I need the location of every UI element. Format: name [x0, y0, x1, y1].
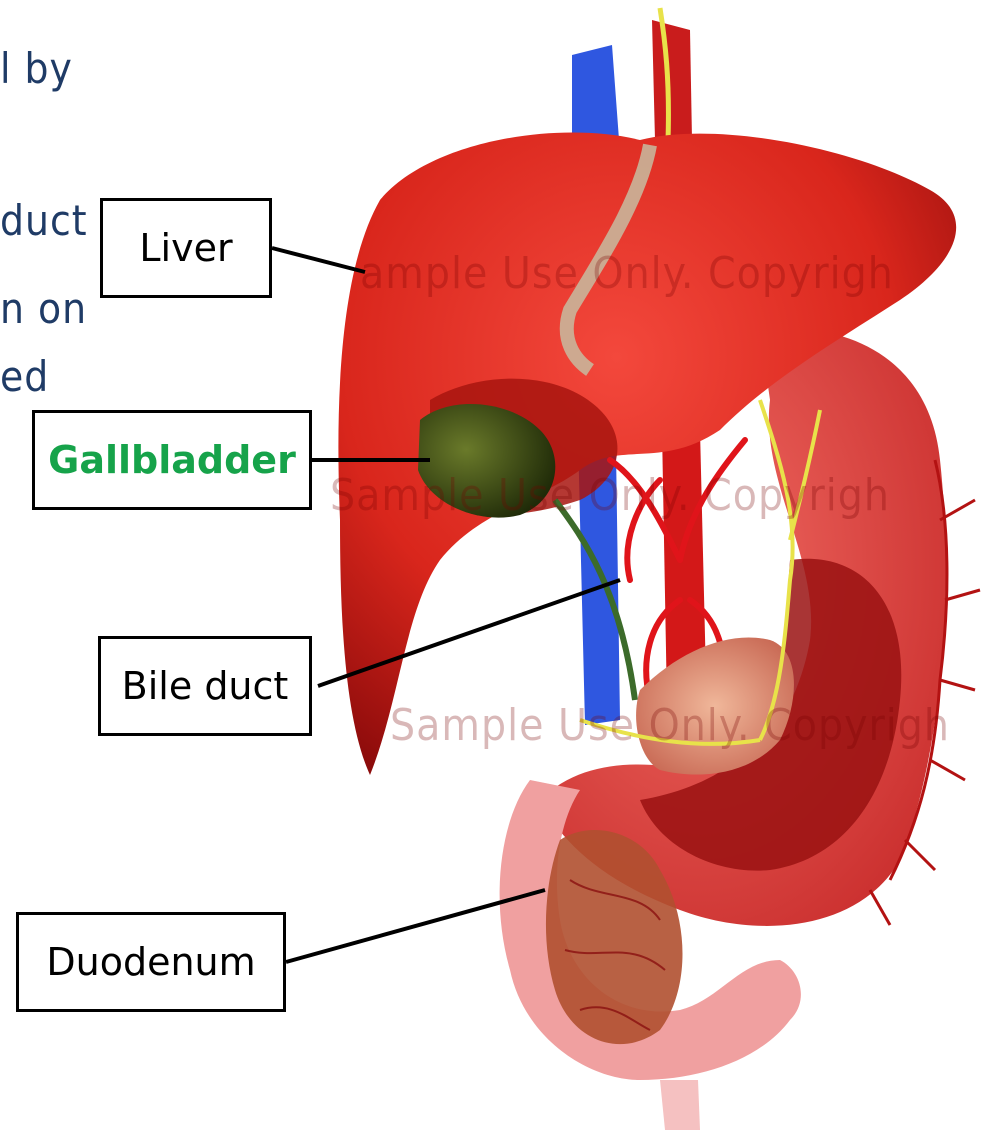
duodenum-label: Duodenum — [16, 912, 286, 1012]
bile-duct-leader-line — [318, 580, 620, 686]
liver-leader-line — [272, 248, 365, 272]
duodenum-leader-line — [286, 890, 545, 962]
bile-duct-label: Bile duct — [98, 636, 312, 736]
liver-label: Liver — [100, 198, 272, 298]
gallbladder-label: Gallbladder — [32, 410, 312, 510]
